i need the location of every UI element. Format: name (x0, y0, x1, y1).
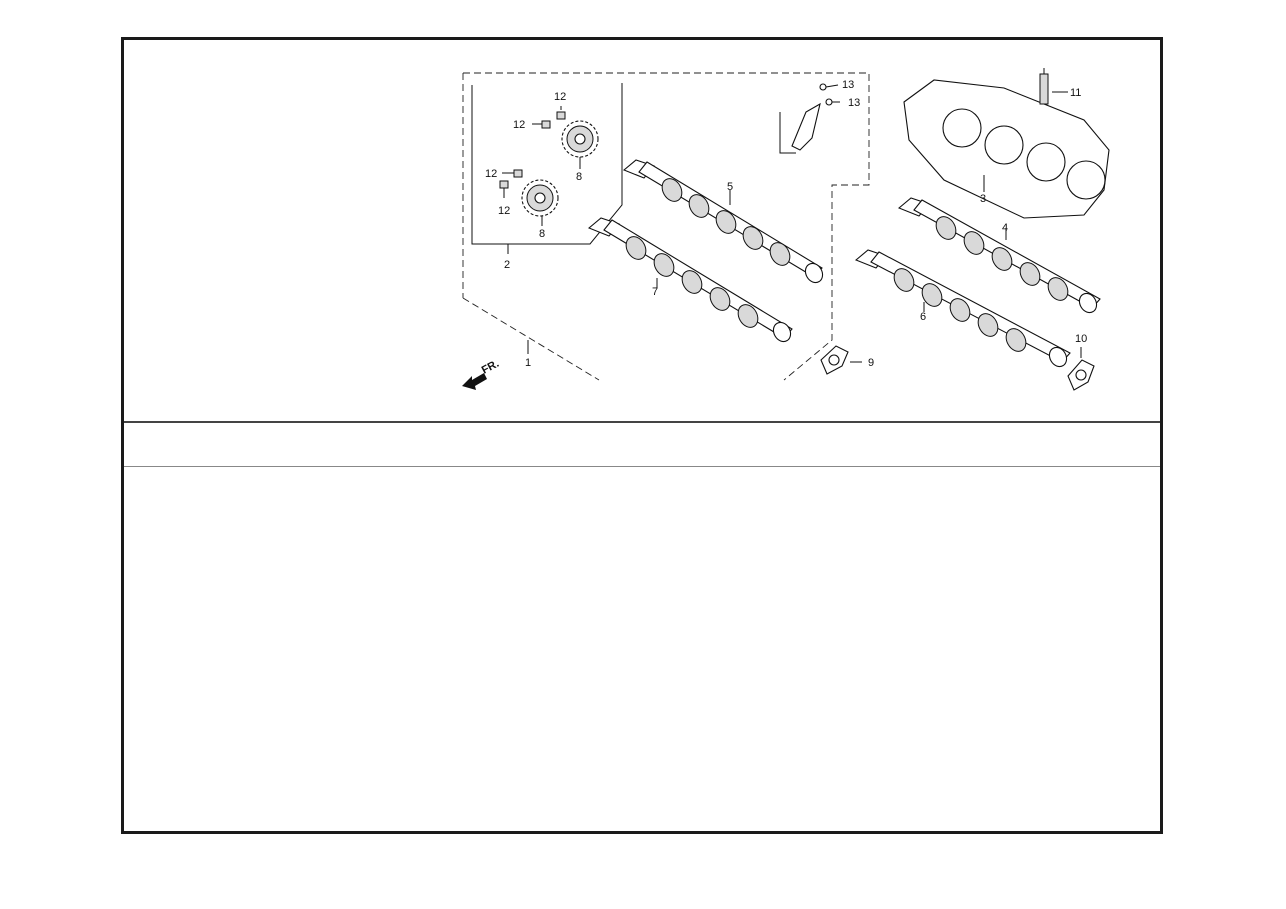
front-arrow-icon (462, 373, 487, 390)
camshaft-5 (622, 159, 824, 284)
camshaft-7 (587, 217, 793, 343)
callout-10: 10 (1075, 333, 1087, 345)
cam-sprocket-upper (561, 120, 599, 158)
callout-12-top: 12 (554, 91, 566, 103)
callout-4: 4 (1002, 222, 1008, 234)
front-direction-indicator: FR. (462, 358, 501, 390)
parts-list-area (124, 468, 1160, 831)
callout-2: 2 (504, 259, 510, 271)
diagram-bottom-divider (124, 421, 1160, 423)
exploded-parts-diagram: FR. 1 2 3 4 5 6 7 8 8 9 10 11 12 12 12 1… (462, 68, 1110, 391)
camshaft-4 (897, 197, 1101, 314)
callout-7: 7 (652, 286, 658, 298)
bolt-12c (502, 169, 523, 178)
bolt-12a (556, 106, 566, 120)
cam-holder-gasket-9 (820, 345, 862, 375)
callout-6: 6 (920, 311, 926, 323)
cylinder-head-gasket (903, 79, 1110, 219)
callout-13-top: 13 (842, 79, 854, 91)
callout-8-upper: 8 (576, 171, 582, 183)
callout-13-lower: 13 (848, 97, 860, 109)
callout-12-lower: 12 (498, 205, 510, 217)
assembly-2-bracket (471, 83, 623, 254)
leader-lines (527, 157, 1007, 354)
callout-12-middle: 12 (485, 168, 497, 180)
callout-labels: 1 2 3 4 5 6 7 8 8 9 10 11 12 12 12 12 13… (485, 79, 1087, 369)
callout-5: 5 (727, 181, 733, 193)
callout-3: 3 (980, 193, 986, 205)
cam-holder-gasket-10 (1067, 347, 1095, 391)
callout-12-upper: 12 (513, 119, 525, 131)
callout-1: 1 (525, 357, 531, 369)
bolt-12b (532, 120, 551, 129)
callout-8-lower: 8 (539, 228, 545, 240)
bolt-12d (499, 180, 509, 198)
spark-plug (1039, 68, 1068, 105)
diagram-frame: FR. 1 2 3 4 5 6 7 8 8 9 10 11 12 12 12 1… (121, 37, 1163, 834)
front-direction-label: FR. (480, 358, 501, 377)
tensioner-bracket (779, 83, 840, 154)
cam-sprocket-lower (521, 179, 559, 217)
camshaft-6 (854, 249, 1071, 368)
callout-9: 9 (868, 357, 874, 369)
header-row-divider (124, 466, 1160, 467)
callout-11: 11 (1070, 87, 1081, 99)
assembly-1-outline (462, 72, 870, 381)
